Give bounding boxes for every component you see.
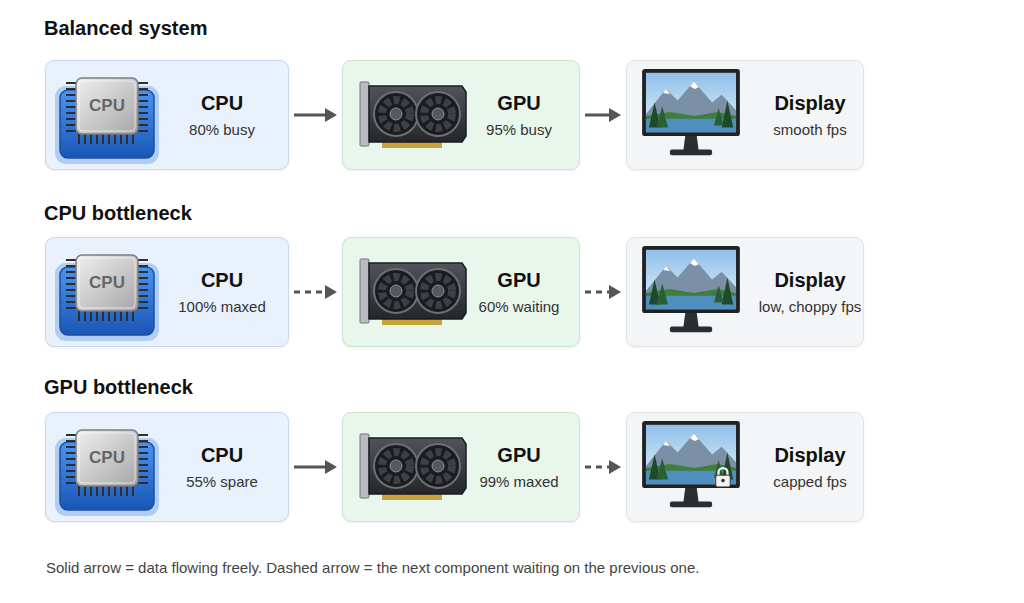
cpu-box: CPU 80% busy (45, 60, 289, 170)
connector-line (585, 466, 611, 469)
monitor-illustration (642, 69, 740, 155)
connector-line (585, 114, 611, 117)
cpu-chip-illustration (55, 255, 159, 341)
gpu-box: GPU 60% waiting (342, 237, 580, 347)
node-status: 60% waiting (479, 297, 560, 316)
gpu-box: GPU 99% maxed (342, 412, 580, 522)
node-status: 100% maxed (178, 297, 266, 316)
node-title: Display (774, 443, 845, 467)
arrow-head (609, 460, 621, 474)
solid-arrow (294, 108, 337, 122)
monitor-illustration (642, 246, 740, 332)
display-box: Display low, choppy fps (626, 237, 864, 347)
node-status: 99% maxed (479, 472, 558, 491)
node-status: 80% busy (189, 120, 255, 139)
display-box: Display smooth fps (626, 60, 864, 170)
cpu-box: CPU 55% spare (45, 412, 289, 522)
connector-line (294, 114, 327, 117)
node-status: 55% spare (186, 472, 258, 491)
text-column: CPU 80% busy (176, 61, 268, 169)
monitor-illustration (642, 421, 740, 507)
node-title: Display (774, 268, 845, 292)
graphics-card-illustration (360, 434, 466, 500)
text-column: Display low, choppy fps (755, 238, 865, 346)
arrow-head (609, 108, 621, 122)
text-column: CPU 55% spare (176, 413, 268, 521)
text-column: GPU 60% waiting (473, 238, 565, 346)
node-status: capped fps (773, 472, 846, 491)
arrow-head (609, 285, 621, 299)
node-title: CPU (201, 91, 243, 115)
arrow-head (325, 108, 337, 122)
display-box: Display capped fps (626, 412, 864, 522)
text-column: GPU 99% maxed (473, 413, 565, 521)
cpu-box: CPU 100% maxed (45, 237, 289, 347)
dashed-arrow (585, 285, 621, 299)
arrow-head (325, 285, 337, 299)
node-title: GPU (497, 443, 540, 467)
text-column: Display capped fps (755, 413, 865, 521)
connector-line (294, 291, 327, 294)
caption: Solid arrow = data flowing freely. Dashe… (46, 558, 699, 577)
cpu-chip-illustration (55, 430, 159, 516)
node-status: smooth fps (773, 120, 846, 139)
dashed-arrow (294, 285, 337, 299)
connector-line (294, 466, 327, 469)
node-status: low, choppy fps (759, 297, 862, 316)
section-heading: GPU bottleneck (44, 375, 193, 399)
arrow-head (325, 460, 337, 474)
text-column: CPU 100% maxed (176, 238, 268, 346)
text-column: Display smooth fps (755, 61, 865, 169)
node-title: GPU (497, 268, 540, 292)
solid-arrow (294, 460, 337, 474)
solid-arrow (585, 108, 621, 122)
graphics-card-illustration (360, 259, 466, 325)
node-title: CPU (201, 443, 243, 467)
section-heading: Balanced system (44, 16, 207, 40)
dashed-arrow (585, 460, 621, 474)
graphics-card-illustration (360, 82, 466, 148)
section-heading: CPU bottleneck (44, 201, 192, 225)
lock-icon (716, 468, 730, 487)
node-title: GPU (497, 91, 540, 115)
node-status: 95% busy (486, 120, 552, 139)
cpu-chip-illustration (55, 78, 159, 164)
gpu-box: GPU 95% busy (342, 60, 580, 170)
connector-line (585, 291, 611, 294)
text-column: GPU 95% busy (473, 61, 565, 169)
node-title: CPU (201, 268, 243, 292)
node-title: Display (774, 91, 845, 115)
